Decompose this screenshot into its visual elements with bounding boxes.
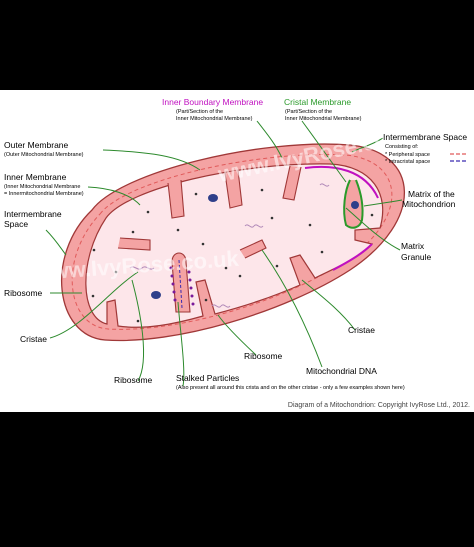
crista-top-2 (224, 169, 243, 209)
diagram-panel: www.IvyRose.co.uk www.IvyRose.co.uk Oute… (0, 90, 474, 412)
label-cristal-membrane: Cristal Membrane (284, 97, 351, 107)
label-ribosome-bottom: Ribosome (244, 351, 283, 361)
mitochondrion-diagram: www.IvyRose.co.uk www.IvyRose.co.uk Oute… (4, 97, 470, 409)
mitochondrial-dna (129, 183, 330, 308)
inner-membrane (85, 163, 384, 328)
caption: Diagram of a Mitochondrion: Copyright Iv… (288, 402, 470, 409)
label-cristal-sub2: Inner Mitochondrial Membrane) (285, 116, 362, 122)
label-cristae-left: Cristae (20, 334, 47, 344)
label-intracristal-space: * Intracristal space (385, 159, 430, 165)
crista-left (117, 237, 151, 251)
crista-top-1 (167, 179, 185, 219)
label-consisting-of: Consisting of: (385, 144, 419, 150)
intracristal-space (178, 259, 183, 309)
label-intermembrane-space-right: Intermembrane Space (383, 132, 467, 142)
ribosomes (91, 188, 374, 323)
label-inner-boundary-sub2: Inner Mitochondrial Membrane) (176, 116, 253, 122)
label-ribosome-left: Ribosome (4, 288, 43, 298)
label-ribosome-bottom-left: Ribosome (114, 375, 153, 385)
label-stalked-particles-sub: (Also present all around this crista and… (176, 385, 405, 391)
label-inner-membrane: Inner Membrane (4, 172, 67, 182)
label-stalked-particles: Stalked Particles (176, 373, 239, 383)
label-matrix-granule-2: Granule (401, 252, 432, 262)
label-outer-membrane: Outer Membrane (4, 140, 69, 150)
label-intermembrane-space-left-2: Space (4, 219, 28, 229)
label-inner-membrane-sub2: = Innermitochondrial Membrane) (4, 191, 84, 197)
label-matrix-2: Mitochondrion (402, 199, 456, 209)
label-peripheral-space: * Peripheral space (385, 152, 430, 158)
crista-top-3 (282, 165, 302, 201)
matrix-granules (151, 194, 359, 299)
label-matrix-granule: Matrix (401, 241, 425, 251)
label-intermembrane-space-left: Intermembrane (4, 209, 62, 219)
label-inner-boundary-membrane: Inner Boundary Membrane (162, 97, 263, 107)
label-outer-membrane-sub: (Outer Mitochondrial Membrane) (4, 152, 84, 158)
inner-boundary-membrane-lower (332, 243, 373, 271)
crista-mid (239, 239, 267, 259)
label-cristal-sub1: (Part/Section of the (285, 109, 332, 115)
leader-lines (45, 120, 403, 387)
label-cristae-right: Cristae (348, 325, 375, 335)
label-inner-boundary-sub1: (Part/Section of the (176, 109, 223, 115)
label-matrix: Matrix of the (408, 189, 455, 199)
peripheral-space (71, 153, 393, 330)
stalked-particles (169, 266, 195, 306)
stalked-crista (171, 252, 191, 313)
inner-boundary-membrane (304, 165, 379, 199)
label-inner-membrane-sub1: (Inner Mitochondrial Membrane (4, 184, 80, 190)
label-mitochondrial-dna: Mitochondrial DNA (306, 366, 377, 376)
